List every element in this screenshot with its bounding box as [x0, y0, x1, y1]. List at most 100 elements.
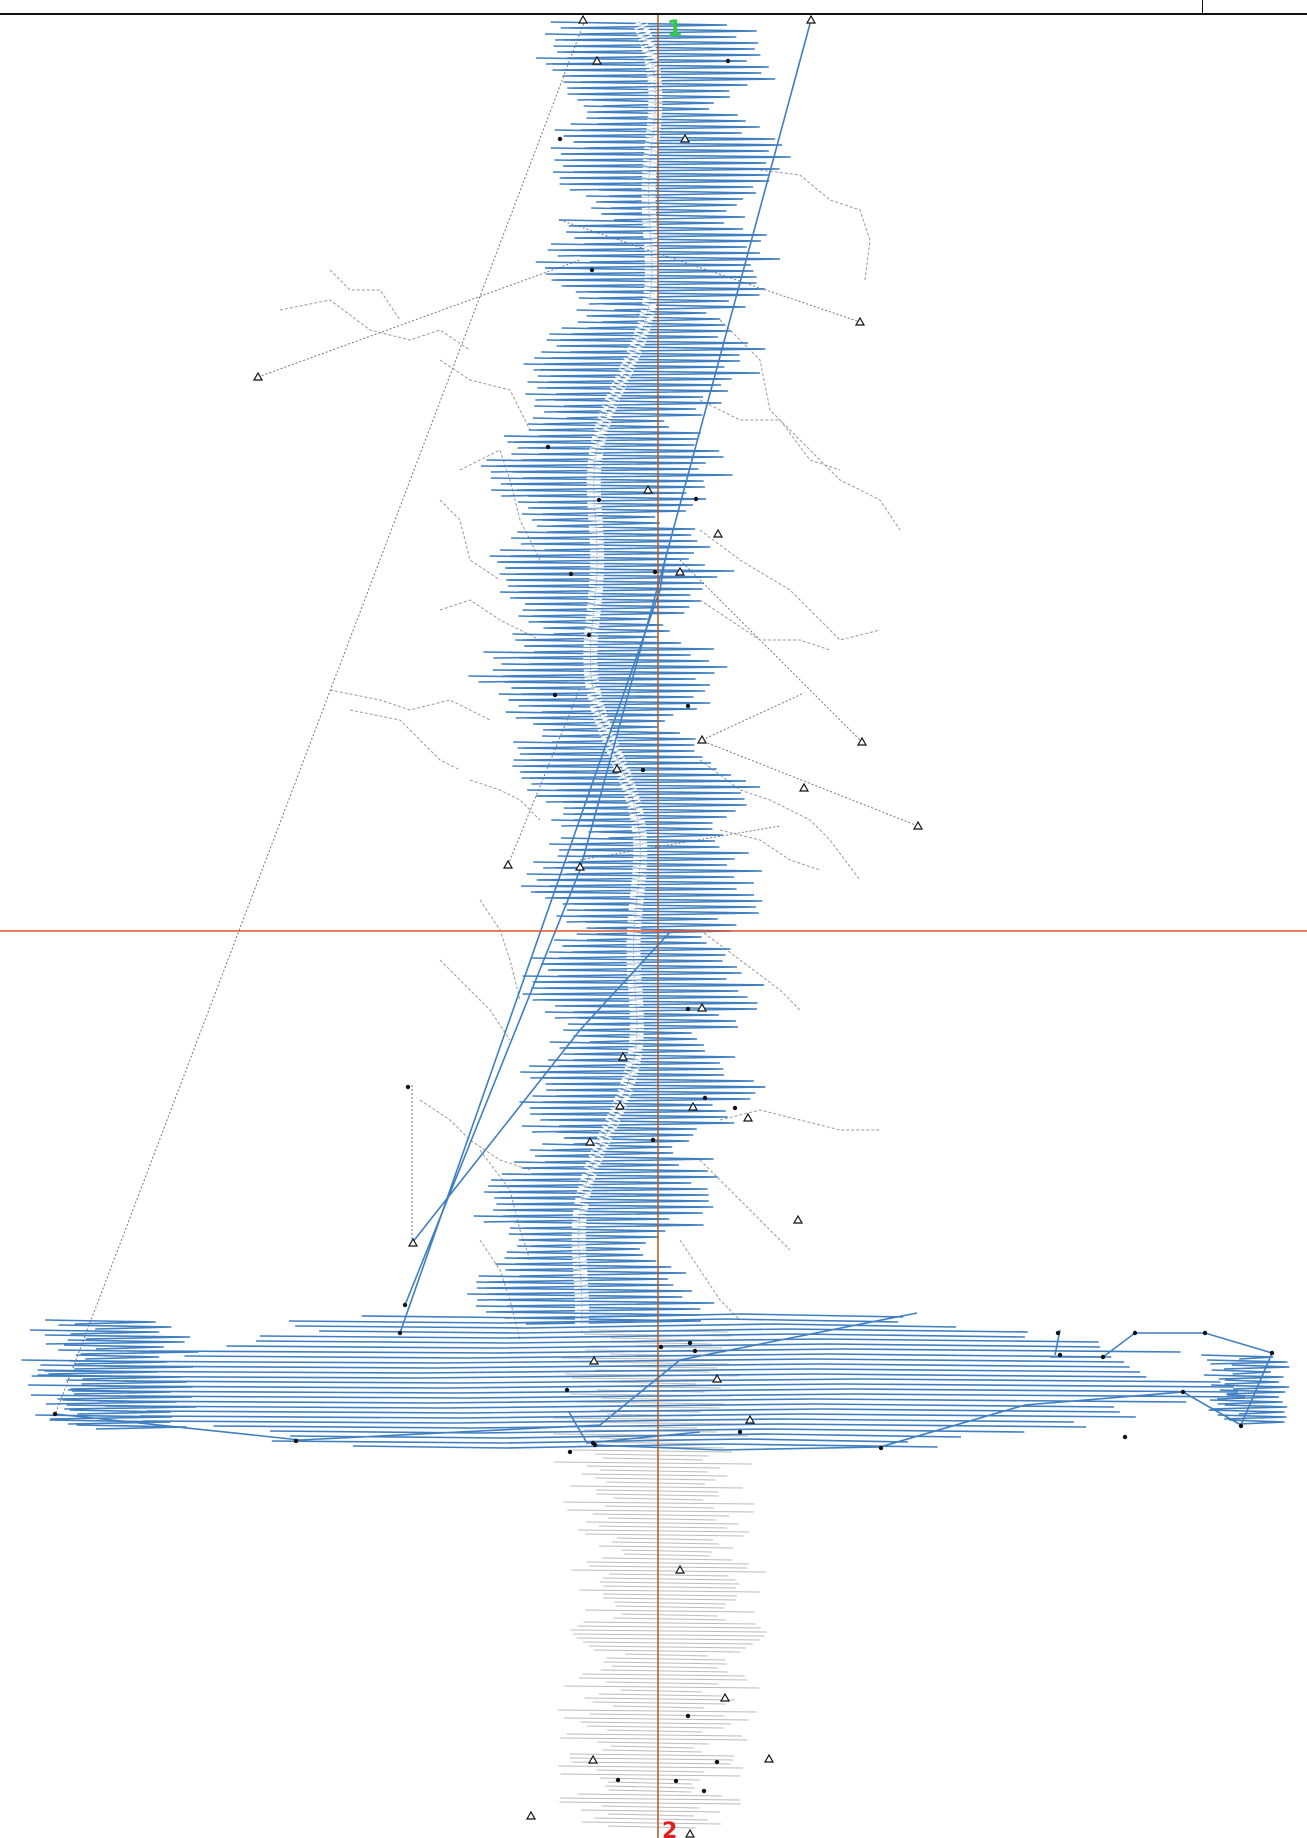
- circle-node-icon: [615, 1777, 621, 1783]
- satin-stitch: [539, 879, 754, 887]
- satin-stitch: [552, 897, 763, 905]
- ground-stitch: [1211, 1384, 1290, 1390]
- triangle-node-icon: [591, 55, 603, 65]
- grey-stitch: [582, 1673, 745, 1677]
- grey-stitch: [573, 1633, 765, 1637]
- jump-line: [399, 559, 666, 1334]
- grey-stitch: [611, 1541, 719, 1545]
- satin-stitch: [540, 963, 737, 971]
- satin-stitch: [562, 945, 731, 953]
- satin-stitch: [528, 429, 701, 437]
- grey-stitch: [580, 1809, 721, 1813]
- end-marker-label[interactable]: 2: [662, 1819, 677, 1838]
- satin-stitch: [545, 273, 757, 281]
- circle-node-icon: [685, 1006, 691, 1012]
- satin-stitch: [552, 171, 770, 179]
- triangle-node-icon: [711, 1373, 723, 1383]
- grey-stitch: [606, 1657, 726, 1661]
- satin-stitch: [519, 657, 709, 665]
- satin-stitch: [492, 669, 715, 677]
- satin-stitch: [532, 1095, 751, 1103]
- grey-stitch: [607, 1729, 703, 1733]
- circle-node-icon: [1269, 1350, 1275, 1356]
- grey-stitch: [559, 1801, 741, 1805]
- satin-stitch: [557, 855, 735, 863]
- satin-stitch: [476, 1281, 674, 1289]
- grey-stitch: [583, 1621, 756, 1625]
- triangle-node-icon: [642, 484, 654, 494]
- satin-stitch: [497, 561, 705, 569]
- ground-stitch: [37, 1369, 158, 1375]
- grey-stitch: [563, 1501, 755, 1505]
- satin-stitch: [505, 567, 735, 575]
- satin-stitch: [533, 861, 727, 869]
- satin-stitch: [560, 345, 766, 353]
- satin-stitch: [534, 357, 741, 365]
- ground-stitch: [1228, 1419, 1285, 1425]
- satin-stitch: [518, 615, 648, 623]
- satin-stitch: [521, 1125, 697, 1133]
- grey-stitch: [585, 1533, 744, 1537]
- satin-stitch: [484, 1191, 709, 1199]
- satin-stitch: [511, 537, 698, 545]
- satin-stitch: [526, 717, 665, 725]
- ground-stitch: [44, 1368, 1141, 1374]
- satin-stitch: [520, 753, 703, 761]
- circle-node-icon: [592, 1442, 598, 1448]
- grey-stitch: [560, 1773, 741, 1777]
- satin-stitch: [522, 609, 685, 617]
- circle-node-icon: [1122, 1434, 1128, 1440]
- satin-stitch: [527, 789, 741, 797]
- satin-stitch: [570, 75, 776, 83]
- grey-stitch: [609, 1573, 729, 1577]
- satin-stitch: [587, 111, 738, 119]
- grey-stitch: [576, 1637, 760, 1641]
- grey-stitch: [572, 1377, 732, 1381]
- triangle-node-icon: [577, 14, 589, 24]
- satin-stitch: [491, 489, 687, 497]
- grey-stitch: [610, 1337, 704, 1341]
- satin-stitch: [521, 885, 737, 893]
- satin-stitch: [532, 507, 686, 515]
- satin-stitch: [507, 483, 705, 491]
- circle-node-icon: [640, 767, 646, 773]
- satin-stitch: [536, 525, 696, 533]
- jump-line: [568, 1411, 701, 1444]
- grey-stitch: [607, 1813, 694, 1817]
- satin-stitch: [495, 1263, 672, 1271]
- outline-branch: [719, 319, 901, 531]
- satin-stitch: [563, 1029, 692, 1037]
- satin-stitch: [553, 45, 755, 53]
- ground-stitch: [149, 1348, 1181, 1354]
- start-marker-label[interactable]: 1: [667, 17, 682, 42]
- ground-stitch: [256, 1338, 1099, 1344]
- outline-branch: [439, 359, 531, 431]
- circle-node-icon: [1238, 1423, 1244, 1429]
- satin-stitch: [573, 225, 744, 233]
- circle-node-icon: [589, 267, 595, 273]
- ground-stitch: [98, 1398, 1187, 1404]
- ground-stitch: [31, 1373, 1147, 1379]
- grey-stitch: [620, 1689, 702, 1693]
- grey-stitch: [605, 1505, 715, 1509]
- ground-stitch: [103, 1363, 1130, 1369]
- satin-stitch: [536, 57, 747, 65]
- ground-stitch: [139, 1413, 1136, 1419]
- satin-stitch: [512, 471, 733, 479]
- jump-line: [54, 1312, 918, 1441]
- satin-stitch: [578, 297, 729, 305]
- satin-stitch: [513, 759, 712, 767]
- satin-stitch: [567, 93, 730, 101]
- satin-stitch: [527, 381, 722, 389]
- satin-stitch: [511, 687, 706, 695]
- grey-stitch: [603, 1661, 727, 1665]
- satin-stitch: [578, 825, 713, 833]
- ground-stitch: [126, 1393, 1245, 1399]
- satin-stitch: [591, 207, 727, 215]
- satin-stitch: [570, 123, 760, 131]
- triangle-node-icon: [588, 1355, 600, 1365]
- ground-stitch: [1224, 1379, 1280, 1385]
- outline-branch: [459, 449, 541, 561]
- satin-stitch: [488, 1185, 708, 1193]
